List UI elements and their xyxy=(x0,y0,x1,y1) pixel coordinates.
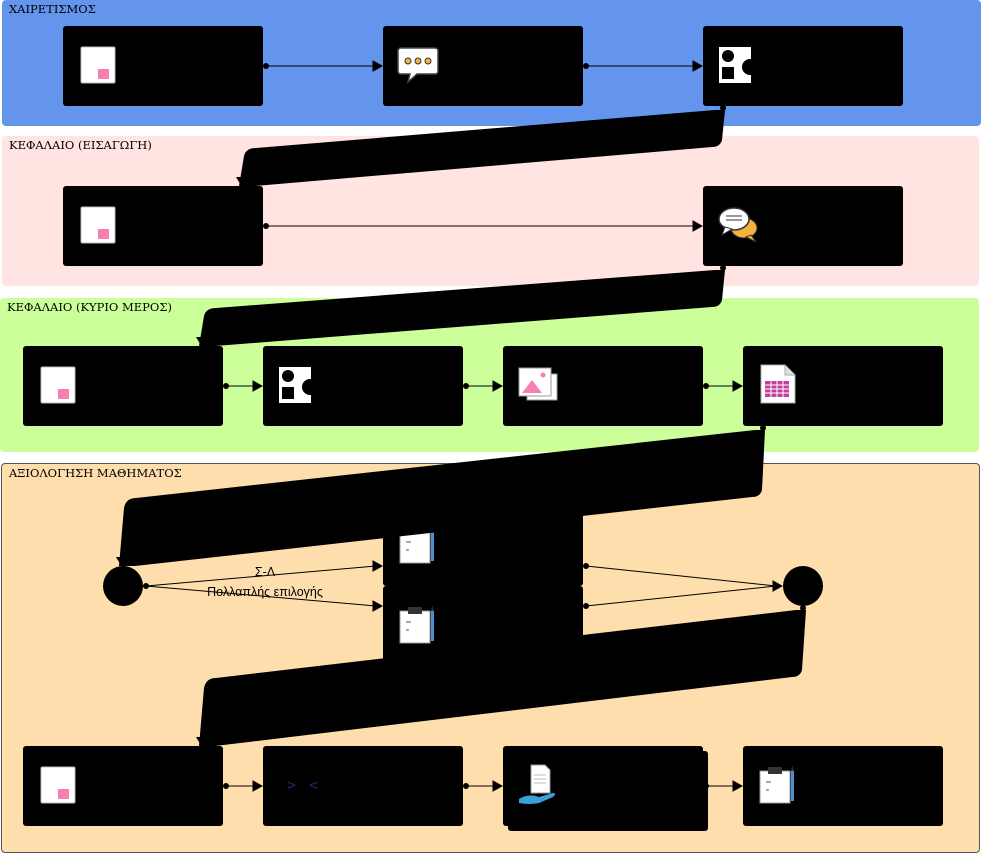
activity-assignment[interactable] xyxy=(503,746,703,826)
activity-page[interactable] xyxy=(23,746,223,826)
page-icon xyxy=(80,46,116,84)
activity-quiz[interactable] xyxy=(383,506,583,586)
activity-page[interactable] xyxy=(63,186,263,266)
activity-quiz[interactable] xyxy=(383,586,583,666)
branch-condition-label: Πολλαπλής επιλογής xyxy=(207,585,323,599)
activity-chat[interactable] xyxy=(383,26,583,106)
branch-split[interactable] xyxy=(103,566,143,606)
branch-merge[interactable] xyxy=(783,566,823,606)
page-icon xyxy=(40,366,76,404)
discussion-icon xyxy=(718,207,758,243)
activity-code[interactable]: > < xyxy=(263,746,463,826)
branch-condition: Σ-Λ Πολλαπλής επιλογής xyxy=(175,562,355,602)
activity-page[interactable] xyxy=(23,346,223,426)
activity-forum[interactable] xyxy=(703,186,903,266)
activity-shapes[interactable] xyxy=(703,26,903,106)
shapes-icon xyxy=(719,47,758,83)
spreadsheet-icon xyxy=(760,364,796,404)
lane-title: ΚΕΦΑΛΑΙΟ (ΚΥΡΙΟ ΜΕΡΟΣ) xyxy=(7,300,172,314)
lane-title: ΑΞΙΟΛΟΓΗΣΗ ΜΑΘΗΜΑΤΟΣ xyxy=(9,466,182,480)
quiz-clipboard-icon xyxy=(759,766,794,804)
quiz-clipboard-icon xyxy=(399,606,434,644)
activity-page[interactable] xyxy=(63,26,263,106)
activity-quiz[interactable] xyxy=(743,746,943,826)
page-icon xyxy=(80,206,116,244)
image-gallery-icon xyxy=(518,367,558,401)
assignment-submit-icon xyxy=(519,764,555,804)
code-brackets-icon: > < xyxy=(287,776,321,794)
branch-condition-code: Σ-Λ xyxy=(254,565,276,579)
lane-title: ΧΑΙΡΕΤΙΣΜΟΣ xyxy=(9,2,96,16)
activity-shapes[interactable] xyxy=(263,346,463,426)
quiz-clipboard-icon xyxy=(399,526,434,564)
lane-title: ΚΕΦΑΛΑΙΟ (ΕΙΣΑΓΩΓΗ) xyxy=(9,138,152,152)
page-icon xyxy=(40,766,76,804)
chat-bubble-icon xyxy=(397,47,439,85)
activity-spreadsheet[interactable] xyxy=(743,346,943,426)
activity-gallery[interactable] xyxy=(503,346,703,426)
shapes-icon xyxy=(279,367,318,403)
